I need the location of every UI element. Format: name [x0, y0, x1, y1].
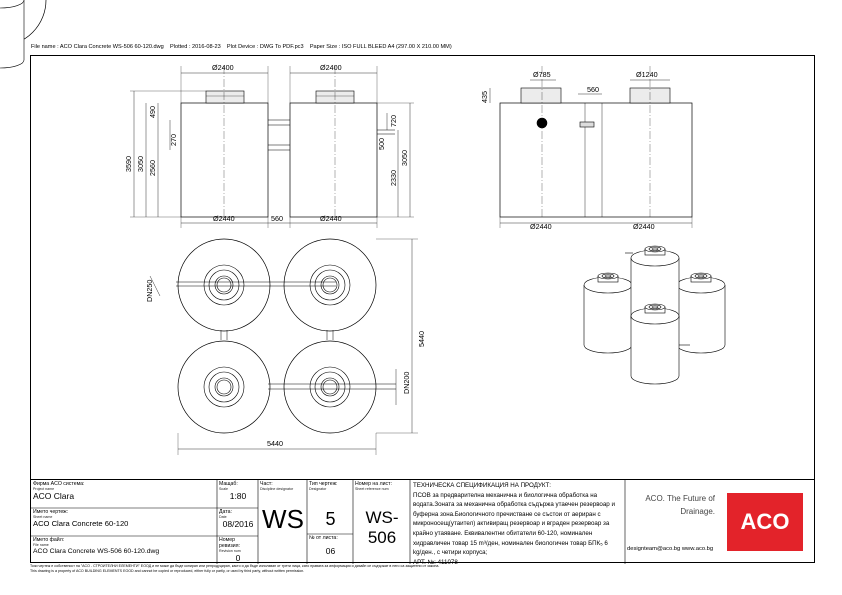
dim-side-435: 435 [480, 91, 489, 103]
part-sublabel: Discipline designator [260, 487, 294, 491]
dim-plan-dn200: DN200 [402, 372, 411, 394]
type-label: Тип чертеж: [309, 481, 338, 487]
spec-line: крайно утаяване. Еквивалентни обитатели … [413, 529, 593, 537]
date-cell: Дата: Date 08/2016 [219, 509, 257, 529]
sheet-value: WS-506 [365, 508, 399, 547]
dim-h3050a: 3050 [136, 156, 145, 172]
dim-h270: 270 [169, 134, 178, 146]
header-plotted: Plotted : 2016-08-23 [169, 44, 221, 50]
sheet-sublabel: Sheet reference num [355, 487, 389, 491]
plan-view [0, 0, 418, 455]
contact-info: designteam@aco.bg www.aco.bg [627, 546, 714, 552]
revision-value: 0 [235, 553, 241, 563]
sheetno-label: № от листа: [309, 535, 338, 541]
spec-title: ТЕХНИЧЕСКА СПЕЦИФИКАЦИЯ НА ПРОДУКТ: [413, 482, 552, 489]
spec-line: ПСОВ за предварителна механична и биолог… [413, 491, 598, 499]
revision-sublabel: Revision num [219, 549, 241, 553]
plot-header: File name : ACO Clara Concrete WS-506 60… [31, 44, 452, 50]
spec-cell: ТЕХНИЧЕСКА СПЕЦИФИКАЦИЯ НА ПРОДУКТ: ПСОВ… [413, 481, 623, 567]
brand-tagline: ACO. The Future of Drainage. [627, 492, 715, 518]
header-plot-device: Plot Device : DWG To PDF.pc3 [226, 44, 304, 50]
drawing-sublabel: Sheet name [33, 515, 53, 519]
title-block: Фирма ACO система: Project name ACO Clar… [30, 479, 815, 567]
isometric-view [0, 0, 726, 385]
dim-front-d1: Ø2400 [212, 63, 234, 72]
revision-cell: Номер ревизия: Revision num 0 [219, 537, 257, 563]
dim-side-560: 560 [587, 85, 599, 94]
dim-front-b2: Ø2440 [320, 214, 342, 223]
dim-side-b2: Ø2440 [633, 222, 655, 231]
sheetno-cell: № от листа: 06 [309, 535, 352, 556]
dim-h3590: 3590 [124, 156, 133, 172]
drawing-value: ACO Clara Concrete 60-120 [33, 519, 129, 528]
scale-cell: Мащаб: Scale 1:80 [219, 481, 257, 501]
aco-logo: ACO [727, 493, 803, 551]
dim-h2560: 2560 [148, 160, 157, 176]
dim-h3050b: 3050 [400, 150, 409, 166]
file-cell: Името файл: File name ACO Clara Concrete… [33, 537, 215, 557]
company-sublabel: Project name [33, 487, 55, 491]
revision-label: Номер ревизия: [219, 537, 240, 549]
scale-label: Мащаб: [219, 481, 238, 487]
file-value: ACO Clara Concrete WS-506 60-120.dwg [33, 548, 160, 555]
company-value: ACO Clara [33, 491, 75, 501]
drawing-cell: Името чертеж: Sheet name ACO Clara Concr… [33, 509, 215, 529]
dim-plan-dn250: DN250 [145, 280, 154, 302]
date-label: Дата: [219, 509, 232, 515]
spec-line: kg/ден., с четири корпуса; [413, 549, 488, 557]
dim-h2330: 2330 [389, 170, 398, 186]
dim-h720: 720 [389, 115, 398, 127]
dim-front-gap: 560 [271, 214, 283, 223]
brand-line-2: Drainage. [680, 507, 715, 516]
header-paper-size: Paper Size : ISO FULL BLEED A4 (297.00 X… [309, 44, 452, 50]
title-block-grid [30, 480, 626, 564]
sheet-cell: Номер на лист: Sheet reference num WS-50… [355, 481, 409, 548]
dim-h490: 490 [148, 106, 157, 118]
footer-line-2: This drawing is a property of ACO BUILDI… [30, 569, 305, 573]
part-cell: Част: Discipline designator WS [260, 481, 306, 533]
date-value: 08/2016 [222, 519, 254, 529]
type-cell: Тип чертеж: Designator 5 [309, 481, 352, 529]
spec-line: микроносещ(утаител) активиращ резервоар … [413, 520, 610, 528]
company-label: Фирма ACO система: [33, 481, 85, 487]
scale-value: 1:80 [229, 491, 247, 501]
footer-line-1: Този чертеж е собственост на "ACO - СТРО… [30, 564, 440, 568]
side-elevation [489, 66, 693, 228]
company-cell: Фирма ACO система: Project name ACO Clar… [33, 481, 215, 501]
spec-line: буферна зона.Биологичното пречистване се… [413, 510, 601, 518]
dim-side-d1240: Ø1240 [636, 70, 658, 79]
dim-side-b1: Ø2440 [530, 222, 552, 231]
spec-line: водата.Зоната за механична обработка съд… [413, 501, 615, 509]
spec-line: хидравличен товар 15 m³/ден, номинален б… [413, 539, 608, 547]
date-sublabel: Date [219, 515, 227, 519]
scale-sublabel: Scale [219, 487, 228, 491]
sheet-label: Номер на лист: [355, 481, 392, 487]
header-file-name: File name : ACO Clara Concrete WS-506 60… [31, 44, 164, 50]
dim-side-d785: Ø785 [533, 70, 551, 79]
aco-logo-text: ACO [740, 509, 790, 534]
drawing-label: Името чертеж: [33, 509, 69, 515]
spec-line: АРТ. №: 411078 [413, 558, 458, 566]
part-label: Част: [260, 481, 273, 487]
side-dimension-texts: Ø785 Ø1240 435 560 Ø2440 Ø2440 [480, 70, 658, 231]
dim-front-d2: Ø2400 [320, 63, 342, 72]
dim-h500: 500 [377, 138, 386, 150]
sheetno-value: 06 [325, 546, 336, 556]
dim-plan-5440-v: 5440 [417, 331, 426, 347]
front-dimension-texts: Ø2400 Ø2400 Ø2440 560 Ø2440 3590 3050 25… [124, 63, 409, 223]
brand-line-1: ACO. The Future of [645, 494, 715, 503]
file-label: Името файл: [33, 537, 65, 543]
type-value: 5 [325, 509, 336, 529]
type-sublabel: Designator [309, 487, 327, 491]
part-value: WS [262, 504, 304, 534]
dim-plan-5440-h: 5440 [267, 439, 283, 448]
front-elevation [130, 66, 414, 228]
dim-front-b1: Ø2440 [213, 214, 235, 223]
file-sublabel: File name [33, 543, 49, 547]
plan-dimension-texts: DN250 DN200 5440 5440 [145, 280, 426, 448]
drawing-frame [30, 55, 815, 563]
